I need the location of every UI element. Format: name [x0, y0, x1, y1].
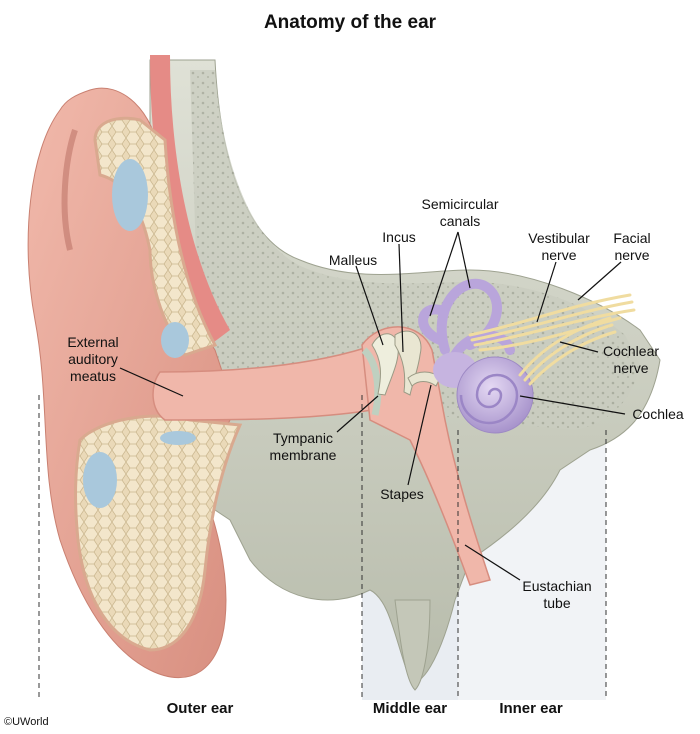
scalp-skin — [150, 55, 230, 345]
stapes-bone — [407, 371, 441, 387]
fluid-pocket-upper — [112, 159, 148, 231]
leader-semicircular-1 — [429, 231, 459, 317]
nerve-bundle — [468, 293, 636, 386]
leader-lines — [119, 231, 626, 581]
label-line: nerve — [613, 360, 649, 376]
leader-incus — [398, 243, 404, 353]
fluid-pocket-small — [160, 431, 196, 445]
label-vestibular-nerve: Vestibular nerve — [525, 230, 593, 264]
label-external-auditory-meatus: External auditory meatus — [58, 334, 128, 385]
malleus-bone — [371, 333, 399, 396]
label-line: Cochlear — [602, 343, 660, 359]
tympanic-membrane-shape — [361, 347, 382, 416]
ear-canal — [152, 347, 373, 421]
auricle-fold — [61, 129, 78, 251]
region-middle-ear: Middle ear — [372, 700, 448, 717]
label-line: tube — [543, 595, 571, 611]
label-semicircular-canals: Semicircular canals — [415, 196, 505, 230]
label-line: External — [67, 334, 119, 350]
label-line: auditory — [68, 351, 118, 367]
label-facial-nerve: Facial nerve — [606, 230, 658, 264]
leader-eustachian-tube — [464, 544, 521, 581]
leader-tympanic-membrane — [336, 395, 379, 433]
label-tympanic-membrane: Tympanic membrane — [262, 430, 344, 464]
label-stapes: Stapes — [380, 486, 424, 502]
label-line: Tympanic — [273, 430, 333, 446]
label-malleus: Malleus — [328, 252, 378, 268]
region-inner-ear: Inner ear — [499, 700, 563, 717]
leader-malleus — [355, 265, 384, 346]
label-line: Eustachian — [522, 578, 592, 594]
cochlea-spiral — [459, 373, 519, 425]
label-incus: Incus — [382, 229, 416, 245]
label-line: Semicircular — [421, 196, 499, 212]
leader-cochlea — [519, 395, 626, 415]
diagram-title: Anatomy of the ear — [263, 12, 437, 33]
cochlea-shape — [456, 356, 534, 434]
label-line: membrane — [269, 447, 337, 463]
label-line: nerve — [614, 247, 650, 263]
label-cochlear-nerve: Cochlear nerve — [598, 343, 664, 377]
spongy-bone — [190, 70, 640, 430]
label-line: Facial — [613, 230, 651, 246]
label-line: meatus — [70, 368, 116, 384]
leader-stapes — [407, 384, 432, 486]
styloid-process — [394, 599, 431, 691]
fluid-pocket-lower — [83, 452, 117, 508]
leader-facial-nerve — [577, 261, 622, 301]
leader-external-auditory-meatus — [119, 367, 184, 397]
label-cochlea: Cochlea — [632, 406, 684, 422]
region-outer-ear: Outer ear — [166, 700, 234, 717]
label-line: Vestibular — [528, 230, 590, 246]
region-dividers — [38, 395, 607, 700]
fluid-pocket-mid — [161, 322, 189, 358]
leader-vestibular-nerve — [536, 261, 557, 323]
label-line: nerve — [541, 247, 577, 263]
leader-cochlear-nerve — [559, 341, 599, 353]
label-eustachian-tube: Eustachian tube — [512, 578, 602, 612]
leader-semicircular-2 — [457, 231, 471, 289]
copyright-credit: ©UWorld — [4, 716, 49, 728]
label-line: canals — [439, 213, 481, 229]
